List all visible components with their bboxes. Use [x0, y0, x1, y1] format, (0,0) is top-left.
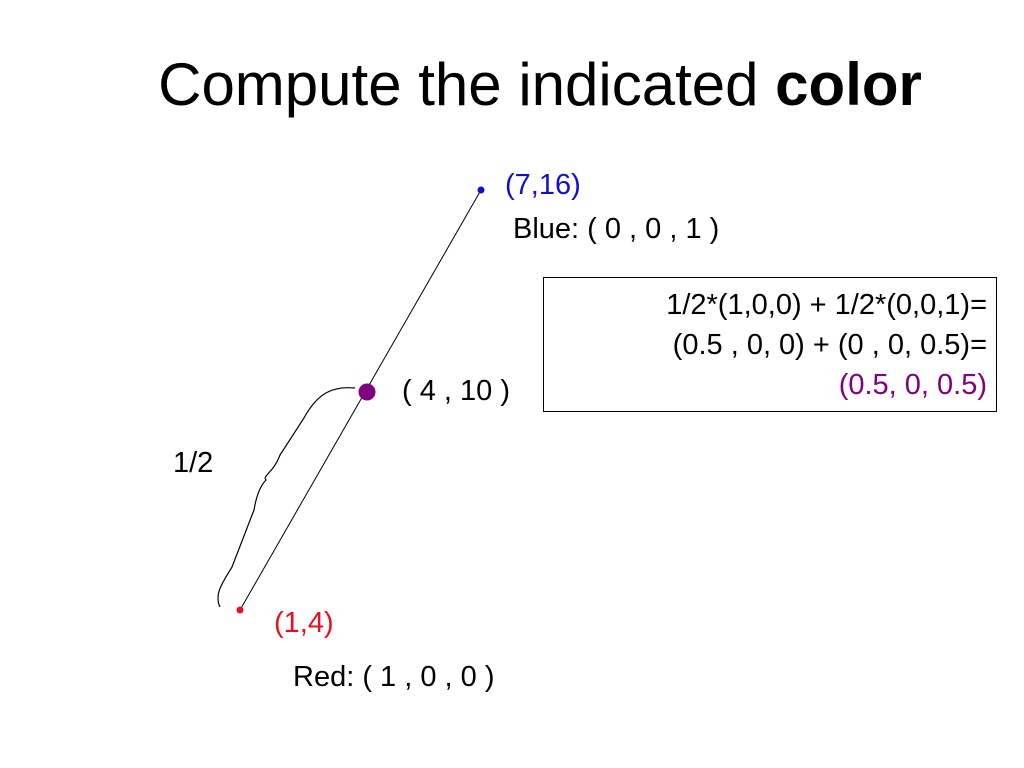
mid-point-coord: ( 4 , 10 )	[402, 375, 510, 407]
half-brace	[217, 387, 356, 608]
top-point-coord: (7,16)	[505, 169, 581, 201]
top-point-dot	[477, 186, 485, 194]
bottom-point-dot	[236, 606, 244, 614]
brace-label: 1/2	[173, 447, 214, 479]
title-prefix: Compute the indicated	[158, 51, 776, 118]
calculation-line-2: (0.5 , 0, 0) + (0 , 0, 0.5)=	[672, 329, 987, 361]
line-segment	[239, 189, 482, 611]
mid-point-dot	[358, 383, 376, 401]
calculation-line-1: 1/2*(1,0,0) + 1/2*(0,0,1)=	[666, 289, 987, 321]
calculation-result: (0.5, 0, 0.5)	[838, 369, 987, 401]
top-point-color-label: Blue: ( 0 , 0 , 1 )	[513, 213, 720, 245]
title-emphasis: color	[775, 51, 922, 118]
calculation-box: 1/2*(1,0,0) + 1/2*(0,0,1)= (0.5 , 0, 0) …	[543, 277, 997, 412]
bottom-point-color-label: Red: ( 1 , 0 , 0 )	[293, 661, 495, 693]
bottom-point-coord: (1,4)	[274, 607, 334, 639]
page-title: Compute the indicated color	[0, 50, 1024, 120]
